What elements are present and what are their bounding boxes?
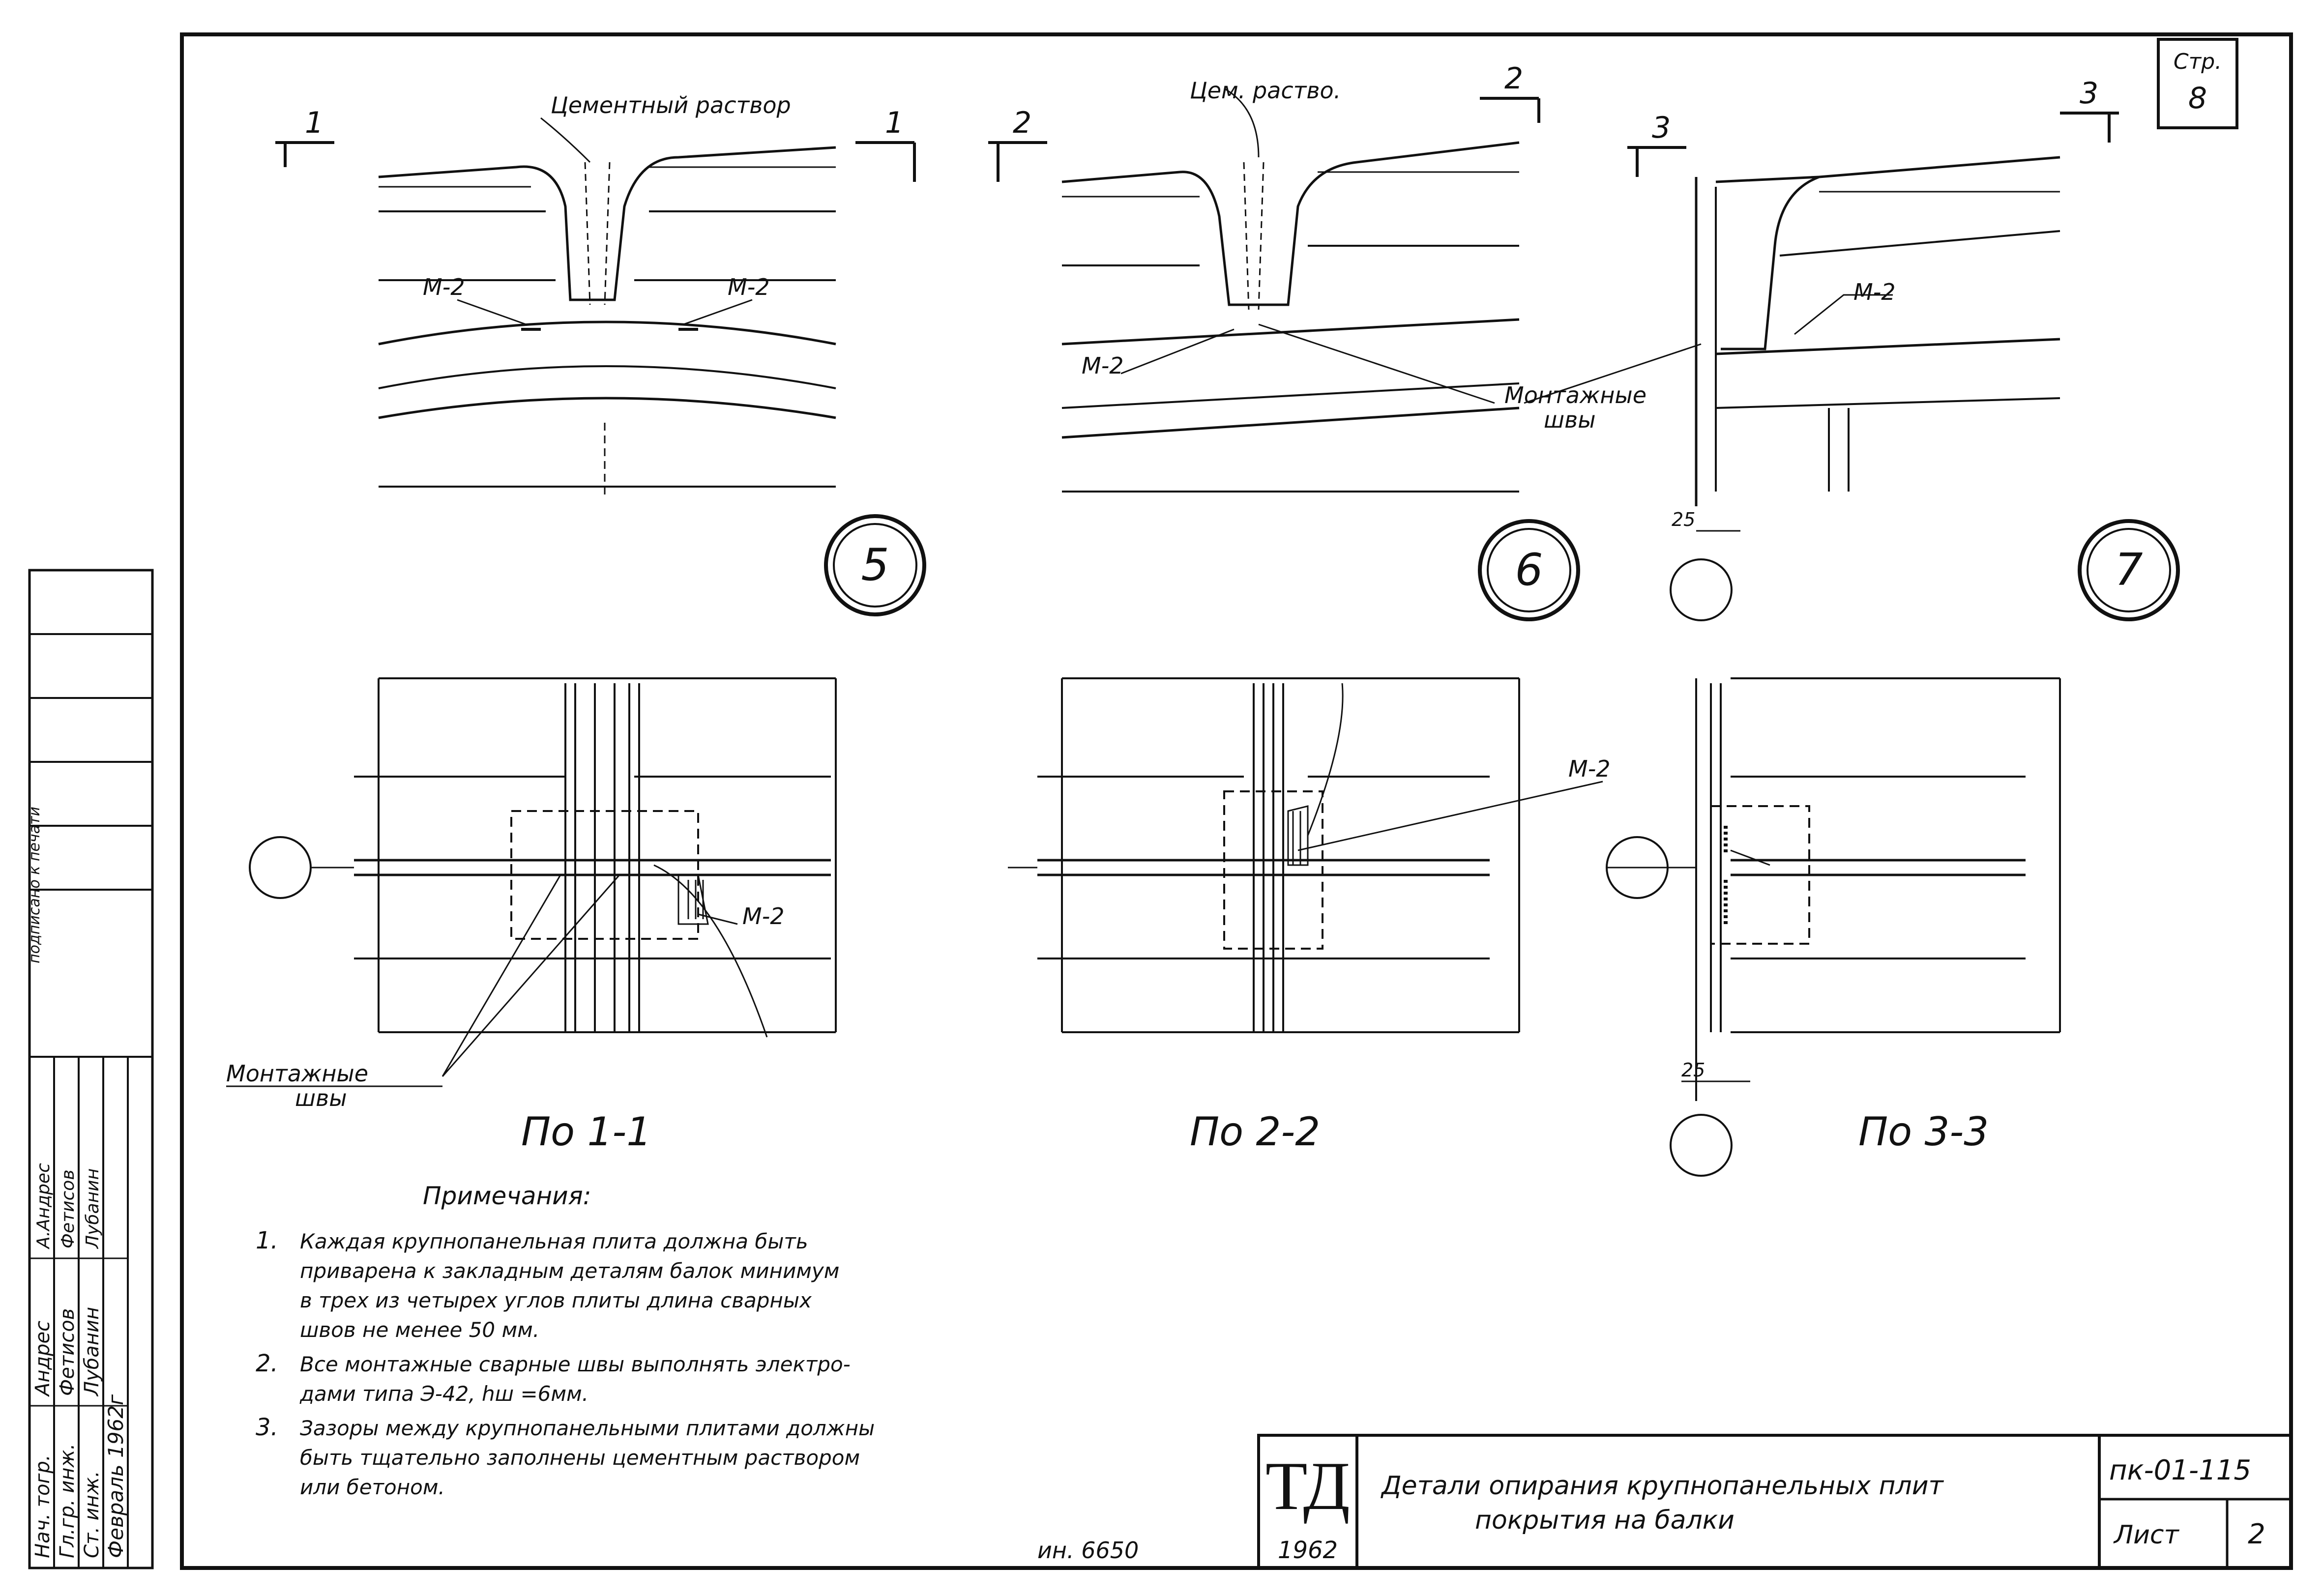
m2-label-6: М-2 [1082,352,1124,379]
stamp-name-3: Лубанин [81,1307,103,1397]
section-detail-5 [378,117,836,496]
section-mark-1-left: 1 [305,106,323,140]
title-block: ТД 1962 Детали опирания крупнопанельных … [1257,1434,2293,1569]
note-3-line-1: Зазоры между крупнопанельными плитами до… [300,1416,875,1440]
note-1-line-1: Каждая крупнопанельная плита должна быть [300,1229,808,1253]
section-mark-2-left: 2 [1013,106,1031,140]
section-mark-3-left: 3 [1652,111,1671,145]
note-1-line-2: приварена к закладным деталям балок мини… [300,1259,839,1283]
axis-circle-plan-1 [249,836,312,899]
notes-heading: Примечания: [423,1182,591,1210]
stamp-role-2: Гл.гр. инж. [56,1444,79,1558]
m2-label-plan-2: М-2 [1568,755,1611,782]
note-3-num: 3. [256,1414,278,1441]
left-stamp: подписано к печати Нач. тогр. Гл.гр. инж… [26,569,154,1569]
mounting-welds-label-l2: швы [1544,406,1596,433]
section-mark-2-right: 2 [1504,61,1523,96]
m2-label-5a: М-2 [423,274,465,300]
view-label-1-1: По 1-1 [521,1109,651,1155]
detail-circle-7: 7 [2078,519,2180,621]
section-mark-1-right: 1 [885,106,904,140]
mounting-welds-plan-l2: швы [295,1085,347,1111]
stamp-sign-1: А.Андрес [33,1163,54,1249]
title-line-1: Детали опирания крупнопанельных плит [1381,1471,1944,1501]
section-markers [275,97,2119,182]
axis-circle-plan-3 [1606,836,1669,899]
doc-code: пк-01-115 [2109,1454,2251,1486]
page-number: 8 [2188,81,2207,116]
title-line-2: покрытия на балки [1475,1506,1735,1535]
section-mark-3-right: 3 [2080,76,2098,111]
cement-mortar-short-label: Цем. раство. [1190,77,1341,104]
mounting-welds-plan-l1: Монтажные [226,1060,368,1087]
svg-text:6: 6 [1515,544,1543,596]
note-3-line-2: быть тщательно заполнены цементным раств… [300,1446,860,1470]
view-label-3-3: По 3-3 [1858,1109,1989,1155]
note-1-line-4: швов не менее 50 мм. [300,1318,539,1342]
cement-mortar-label: Цементный раствор [551,92,791,118]
svg-text:7: 7 [2115,544,2143,596]
stamp-name-1: Андрес [31,1321,54,1397]
note-2-num: 2. [256,1350,278,1377]
plan-view-1-1 [354,677,837,1077]
page-number-box: Стр. 8 [2157,38,2238,129]
td-year: 1962 [1278,1537,1338,1564]
view-label-2-2: По 2-2 [1190,1109,1320,1155]
dim-25-top: 25 [1672,509,1695,530]
m2-label-plan-1: М-2 [742,903,785,929]
plan-view-3-3 [1608,677,2061,1101]
axis-circle-top [1670,558,1733,621]
detail-circle-5: 5 [824,514,926,616]
stamp-role-3: Ст. инж. [81,1471,103,1558]
page-label: Стр. [2174,49,2222,74]
stamp-role-1: Нач. тогр. [31,1454,54,1558]
axis-circle-bottom [1670,1114,1733,1177]
m2-label-5b: М-2 [728,274,770,300]
stamp-vertical-note: подписано к печати [26,807,43,963]
inventory-number: ин. 6650 [1037,1537,1139,1564]
note-1-line-3: в трех из четырех углов плиты длина свар… [300,1288,812,1312]
note-2-line-2: дами типа Э-42, hш =6мм. [299,1382,588,1406]
stamp-date: Февраль 1962г [104,1394,128,1558]
note-1-num: 1. [256,1227,278,1254]
note-2-line-1: Все монтажные сварные швы выполнять элек… [300,1352,851,1376]
m2-label-7: М-2 [1853,279,1896,305]
plan-view-2-2 [1037,677,1603,1033]
stamp-sign-3: Лубанин [83,1168,103,1249]
sheet-label: Лист [2113,1520,2179,1550]
detail-circle-6: 6 [1478,519,1580,621]
sheet-number: 2 [2248,1518,2265,1550]
svg-text:5: 5 [861,539,889,591]
td-logo: ТД [1265,1448,1350,1524]
section-detail-6 [1061,87,1520,493]
notes-block: Примечания: 1. Каждая крупнопанельная пл… [256,1182,875,1499]
note-3-line-3: или бетоном. [300,1475,445,1499]
dim-25-bottom: 25 [1681,1059,1705,1081]
stamp-sign-2: Фетисов [58,1169,78,1248]
sheet-frame [180,32,2293,1570]
section-detail-7 [1524,156,2060,532]
stamp-name-2: Фетисов [56,1308,79,1396]
